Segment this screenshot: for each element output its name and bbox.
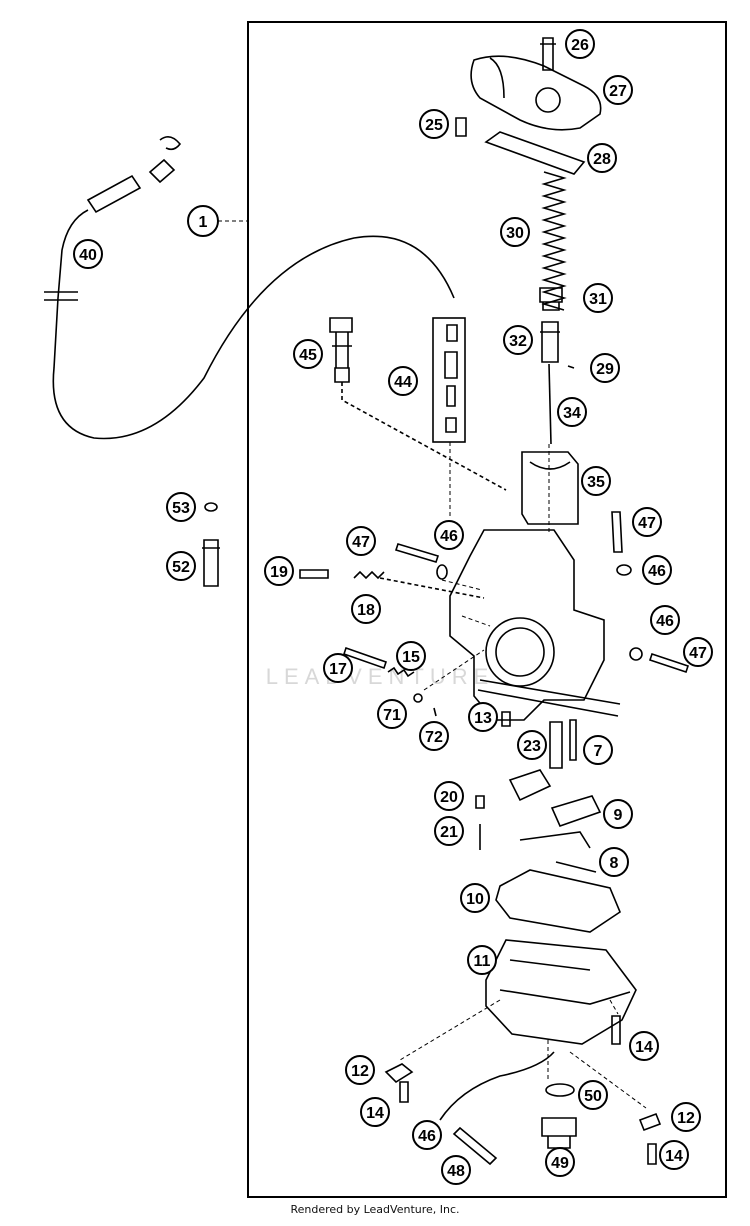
callout-7[interactable]: 7 <box>583 735 613 765</box>
callout-14-label: 14 <box>665 1148 683 1165</box>
callout-48-label: 48 <box>447 1163 465 1180</box>
callout-72[interactable]: 72 <box>419 721 449 751</box>
callout-14-bottom[interactable]: 14 <box>659 1140 689 1170</box>
leader-lines <box>218 220 647 1109</box>
callout-45-label: 45 <box>299 347 317 364</box>
callout-10-label: 10 <box>466 891 484 908</box>
callout-25[interactable]: 25 <box>419 109 449 139</box>
callout-44[interactable]: 44 <box>388 366 418 396</box>
callout-19[interactable]: 19 <box>264 556 294 586</box>
callout-14-label: 14 <box>635 1039 653 1056</box>
callout-35[interactable]: 35 <box>581 466 611 496</box>
callout-52-label: 52 <box>172 559 190 576</box>
callout-52[interactable]: 52 <box>166 551 196 581</box>
callout-48[interactable]: 48 <box>441 1155 471 1185</box>
callout-12-right[interactable]: 12 <box>671 1102 701 1132</box>
callout-71[interactable]: 71 <box>377 699 407 729</box>
callout-47-label: 47 <box>638 515 656 532</box>
callout-47-upper-left[interactable]: 47 <box>346 526 376 556</box>
part-drawings <box>44 37 690 1166</box>
callout-46-label: 46 <box>648 563 666 580</box>
callout-71-label: 71 <box>383 707 401 724</box>
callout-12-label: 12 <box>677 1110 695 1127</box>
callout-31-label: 31 <box>589 291 607 308</box>
callout-21-label: 21 <box>440 824 458 841</box>
callout-14-label: 14 <box>366 1105 384 1122</box>
callout-47-label: 47 <box>689 645 707 662</box>
assembly-frame <box>247 21 727 1198</box>
callout-47-lower-right[interactable]: 47 <box>683 637 713 667</box>
callout-13[interactable]: 13 <box>468 702 498 732</box>
callout-12-label: 12 <box>351 1063 369 1080</box>
callout-46-lower-right[interactable]: 46 <box>650 605 680 635</box>
callout-30-label: 30 <box>506 225 524 242</box>
callout-46-bottom[interactable]: 46 <box>412 1120 442 1150</box>
callout-46-label: 46 <box>656 613 674 630</box>
callout-32-label: 32 <box>509 333 527 350</box>
callout-46-label: 46 <box>440 528 458 545</box>
callout-1[interactable]: 1 <box>187 205 219 237</box>
callout-8-label: 8 <box>610 855 619 872</box>
callout-40[interactable]: 40 <box>73 239 103 269</box>
callout-15[interactable]: 15 <box>396 641 426 671</box>
callout-14-right[interactable]: 14 <box>629 1031 659 1061</box>
callout-31[interactable]: 31 <box>583 283 613 313</box>
callout-40-label: 40 <box>79 247 97 264</box>
callout-30[interactable]: 30 <box>500 217 530 247</box>
callout-26[interactable]: 26 <box>565 29 595 59</box>
watermark: LEADVENTURE <box>266 664 495 689</box>
callout-35-label: 35 <box>587 474 605 491</box>
callout-27[interactable]: 27 <box>603 75 633 105</box>
callout-50[interactable]: 50 <box>578 1080 608 1110</box>
callout-32[interactable]: 32 <box>503 325 533 355</box>
callout-29[interactable]: 29 <box>590 353 620 383</box>
callout-29-label: 29 <box>596 361 614 378</box>
callout-26-label: 26 <box>571 37 589 54</box>
callout-46-upper-left[interactable]: 46 <box>434 520 464 550</box>
callout-47-upper-right[interactable]: 47 <box>632 507 662 537</box>
callout-10[interactable]: 10 <box>460 883 490 913</box>
callout-14-left[interactable]: 14 <box>360 1097 390 1127</box>
callout-9-label: 9 <box>614 807 623 824</box>
callout-72-label: 72 <box>425 729 443 746</box>
callout-23[interactable]: 23 <box>517 730 547 760</box>
callout-28[interactable]: 28 <box>587 143 617 173</box>
callout-21[interactable]: 21 <box>434 816 464 846</box>
callout-53-label: 53 <box>172 500 190 517</box>
callout-27-label: 27 <box>609 83 627 100</box>
callout-17-label: 17 <box>329 661 347 678</box>
callout-23-label: 23 <box>523 738 541 755</box>
callout-20[interactable]: 20 <box>434 781 464 811</box>
callout-49[interactable]: 49 <box>545 1147 575 1177</box>
callout-47-label: 47 <box>352 534 370 551</box>
callout-7-label: 7 <box>594 743 603 760</box>
callout-46-upper-right[interactable]: 46 <box>642 555 672 585</box>
callout-13-label: 13 <box>474 710 492 727</box>
footer-credit: Rendered by LeadVenture, Inc. <box>290 1203 460 1216</box>
callout-45[interactable]: 45 <box>293 339 323 369</box>
callout-9[interactable]: 9 <box>603 799 633 829</box>
callout-34[interactable]: 34 <box>557 397 587 427</box>
callout-50-label: 50 <box>584 1088 602 1105</box>
callout-11[interactable]: 11 <box>467 945 497 975</box>
callout-53[interactable]: 53 <box>166 492 196 522</box>
callout-1-label: 1 <box>199 214 208 231</box>
callout-46-label: 46 <box>418 1128 436 1145</box>
callout-34-label: 34 <box>563 405 581 422</box>
callout-15-label: 15 <box>402 649 420 666</box>
callout-25-label: 25 <box>425 117 443 134</box>
callout-8[interactable]: 8 <box>599 847 629 877</box>
callout-18-label: 18 <box>357 602 375 619</box>
callout-49-label: 49 <box>551 1155 569 1172</box>
throttle-cable-drawing <box>44 136 455 440</box>
callout-12-left[interactable]: 12 <box>345 1055 375 1085</box>
callout-11-label: 11 <box>474 953 491 970</box>
callout-17[interactable]: 17 <box>323 653 353 683</box>
callout-18[interactable]: 18 <box>351 594 381 624</box>
callout-20-label: 20 <box>440 789 458 806</box>
callout-19-label: 19 <box>270 564 288 581</box>
callout-28-label: 28 <box>593 151 611 168</box>
callout-44-label: 44 <box>394 374 412 391</box>
